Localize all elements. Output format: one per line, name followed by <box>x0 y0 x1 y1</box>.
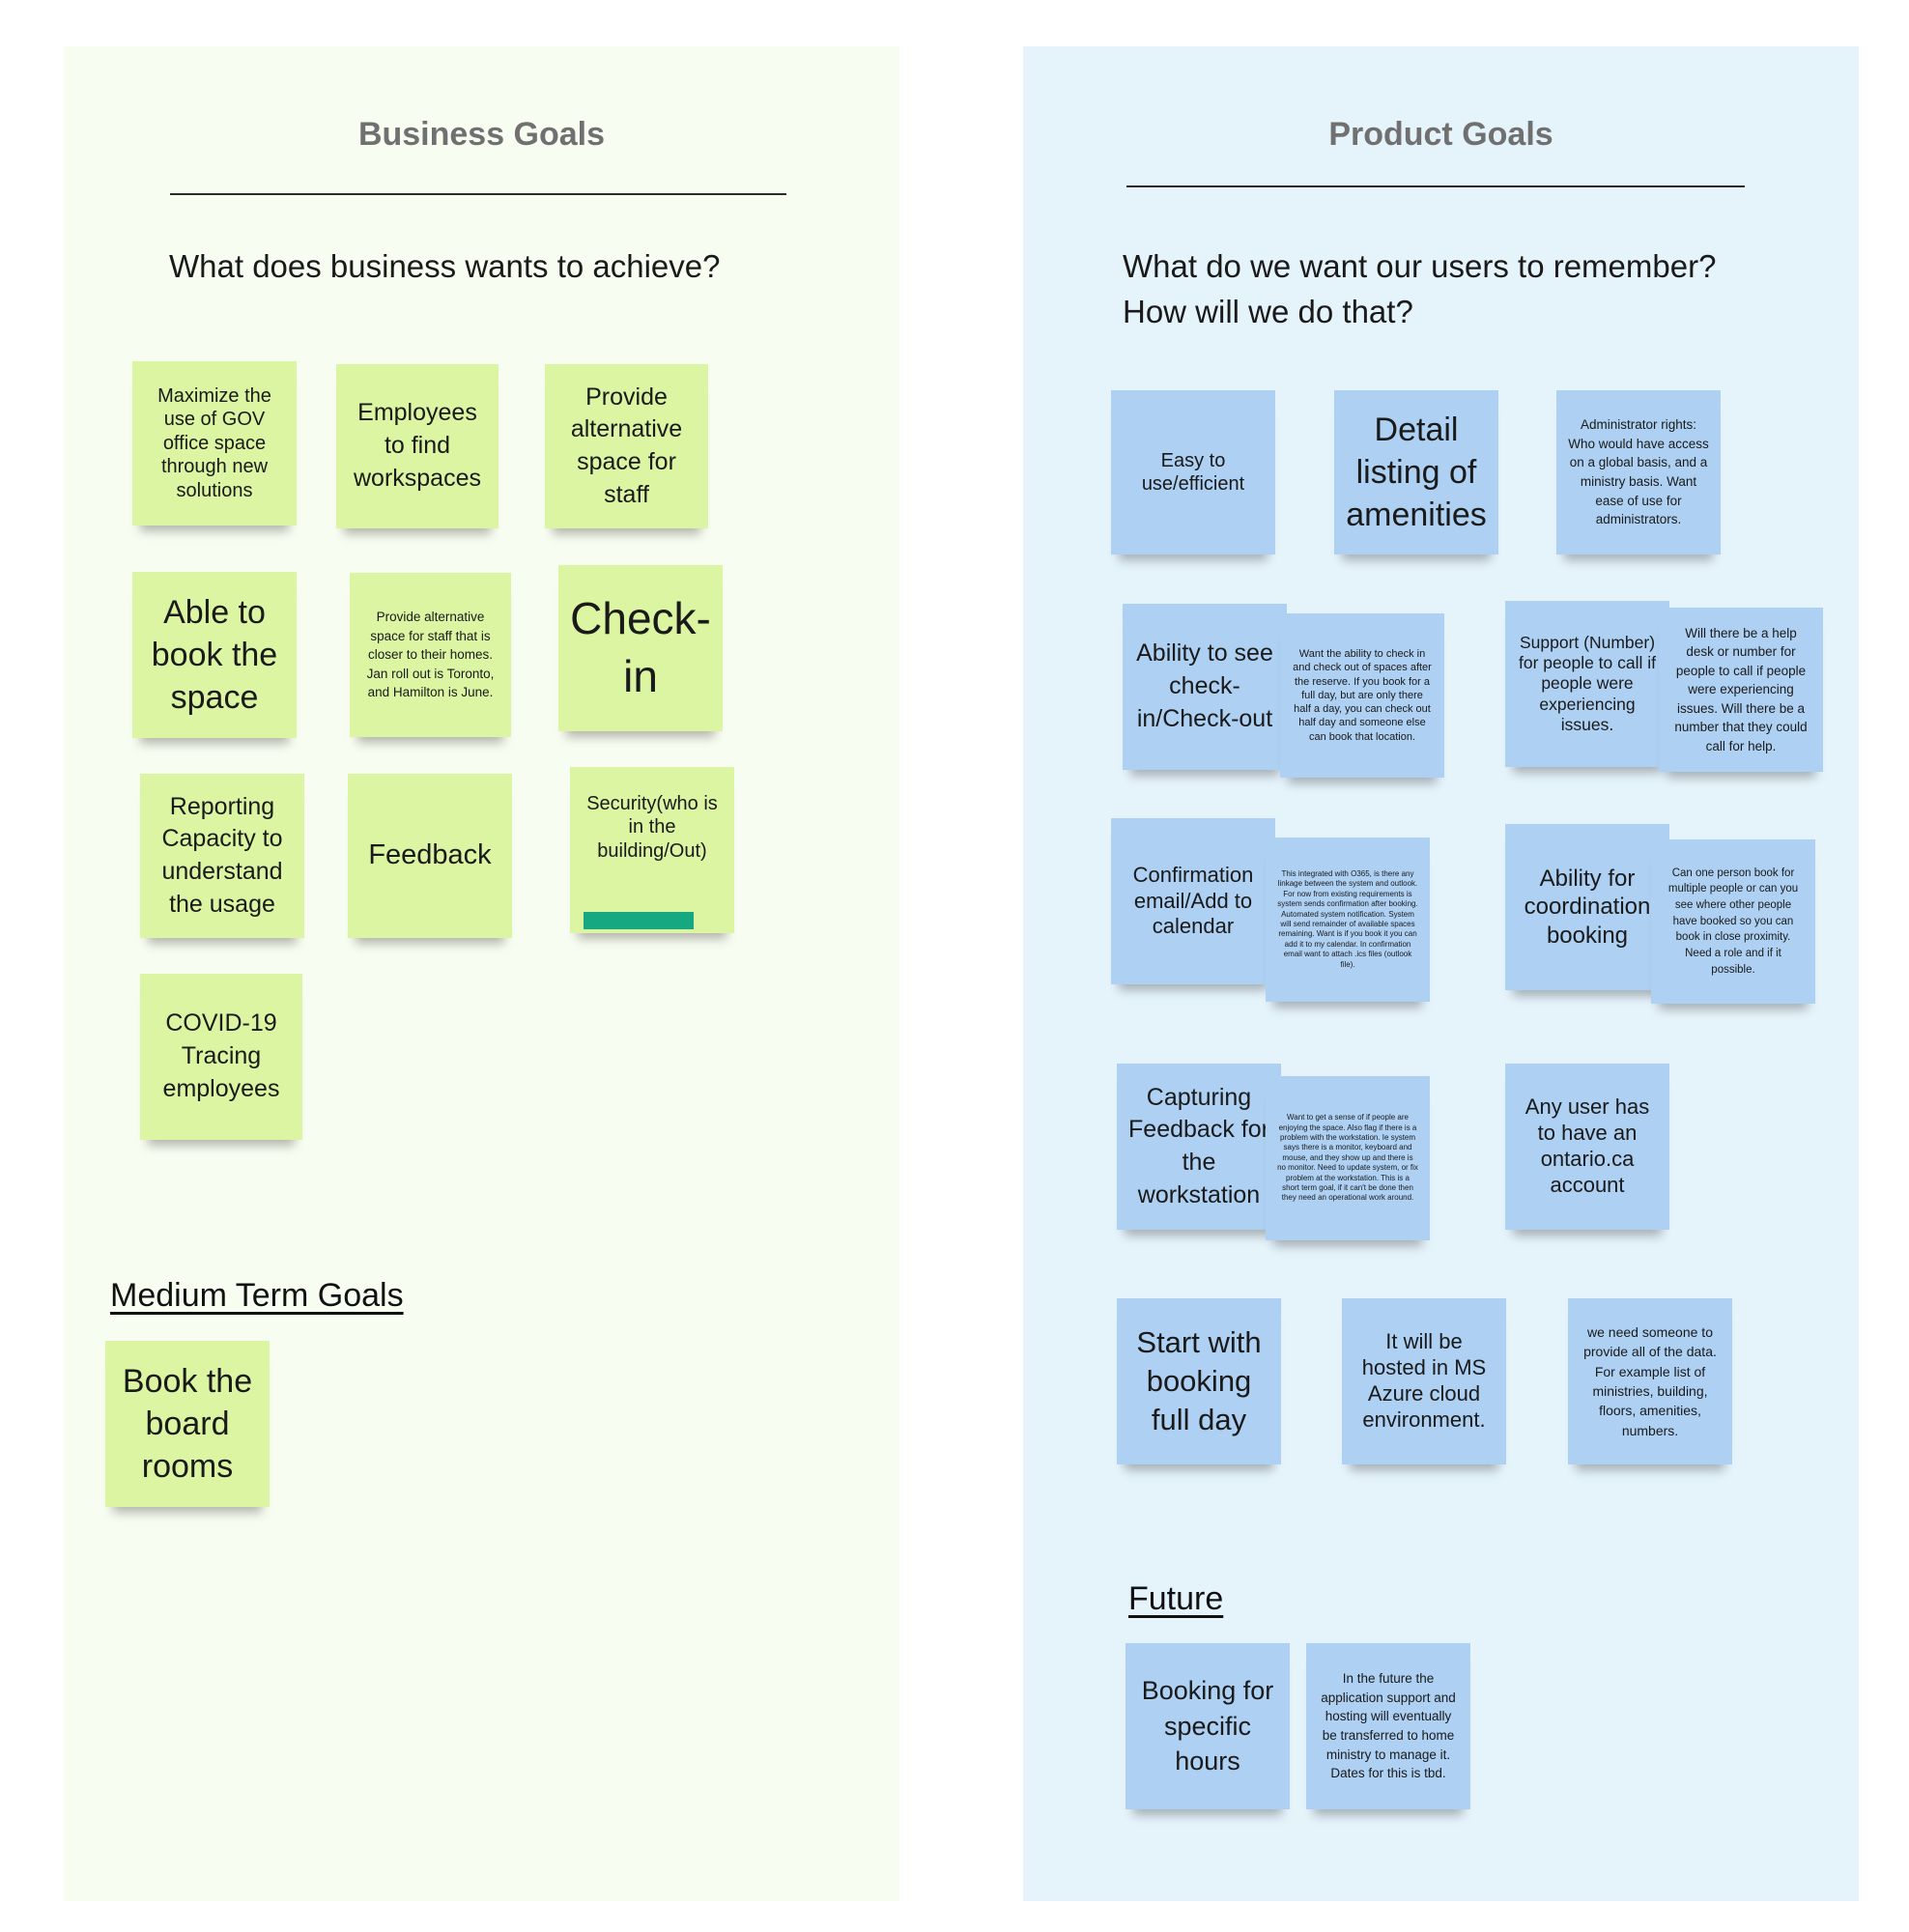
product-title-divider <box>1126 185 1745 187</box>
sticky-note[interactable]: Administrator rights: Who would have acc… <box>1556 390 1721 554</box>
medium-term-goals-label: Medium Term Goals <box>110 1277 404 1314</box>
sticky-note[interactable]: In the future the application support an… <box>1306 1643 1470 1809</box>
product-goals-title: Product Goals <box>1328 116 1553 153</box>
sticky-note[interactable]: Easy to use/efficient <box>1111 390 1275 554</box>
sticky-note[interactable]: Start with booking full day <box>1117 1298 1281 1464</box>
sticky-note[interactable]: This integrated with O365, is there any … <box>1266 838 1430 1002</box>
sticky-note[interactable]: Confirmation email/Add to calendar <box>1111 818 1275 984</box>
sticky-note[interactable]: Able to book the space <box>132 572 297 738</box>
sticky-note[interactable]: Want to get a sense of if people are enj… <box>1266 1076 1430 1240</box>
sticky-note[interactable]: Provide alternative space for staff <box>545 364 708 528</box>
sticky-note[interactable]: we need someone to provide all of the da… <box>1568 1298 1732 1464</box>
sticky-note[interactable]: Ability to see check-in/Check-out <box>1123 604 1287 770</box>
sticky-note[interactable]: Ability for coordination booking <box>1505 824 1669 990</box>
sticky-note[interactable]: Reporting Capacity to understand the usa… <box>140 774 304 938</box>
tag-label[interactable] <box>584 912 694 929</box>
sticky-note[interactable]: Check-in <box>558 565 723 731</box>
sticky-note[interactable]: Provide alternative space for staff that… <box>350 573 511 737</box>
product-question: What do we want our users to remember? H… <box>1123 248 1717 329</box>
sticky-note[interactable]: Can one person book for multiple people … <box>1651 839 1815 1004</box>
sticky-note[interactable]: Feedback <box>348 774 512 938</box>
sticky-note[interactable]: Maximize the use of GOV office space thr… <box>132 361 297 526</box>
sticky-note[interactable]: Book the board rooms <box>105 1341 270 1507</box>
sticky-note[interactable]: Want the ability to check in and check o… <box>1280 613 1444 778</box>
future-label: Future <box>1128 1580 1224 1617</box>
business-goals-title: Business Goals <box>357 116 606 153</box>
sticky-note[interactable]: Capturing Feedback for the workstation <box>1117 1064 1281 1230</box>
sticky-note[interactable]: Support (Number) for people to call if p… <box>1505 601 1669 767</box>
sticky-note[interactable]: It will be hosted in MS Azure cloud envi… <box>1342 1298 1506 1464</box>
sticky-note[interactable]: Detail listing of amenities <box>1334 390 1498 554</box>
sticky-note[interactable]: Will there be a help desk or number for … <box>1659 608 1823 772</box>
sticky-note[interactable]: Security(who is in the building/Out) <box>570 767 734 933</box>
sticky-note[interactable]: Any user has to have an ontario.ca accou… <box>1505 1064 1669 1230</box>
sticky-note[interactable]: Employees to find workspaces <box>336 364 499 528</box>
sticky-note[interactable]: Booking for specific hours <box>1125 1643 1290 1809</box>
business-question: What does business wants to achieve? <box>169 248 721 284</box>
business-title-divider <box>170 193 786 195</box>
sticky-note[interactable]: COVID-19 Tracing employees <box>140 974 302 1140</box>
